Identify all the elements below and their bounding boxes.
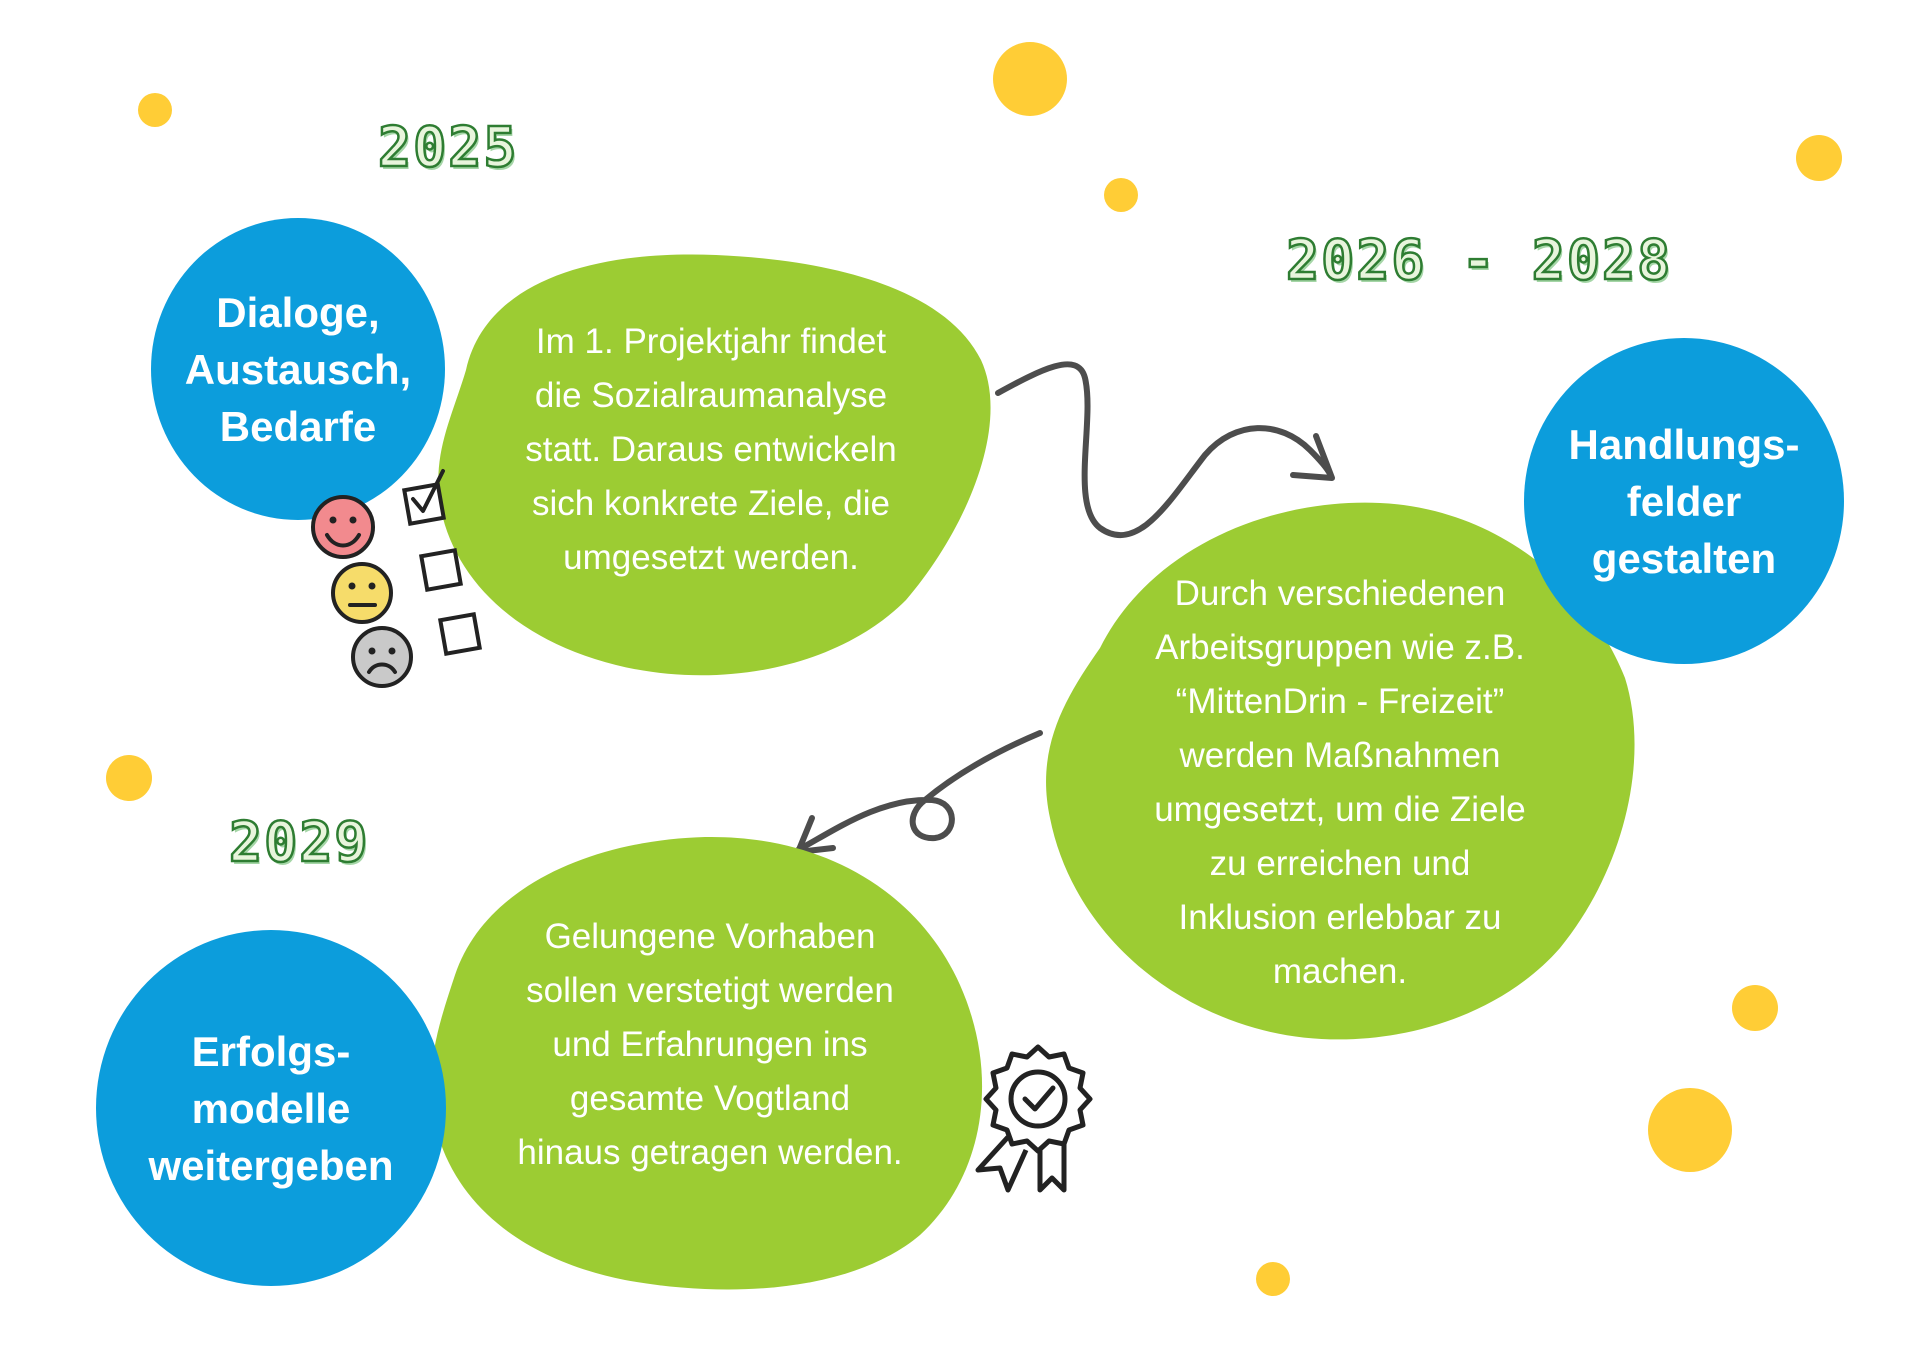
year-label-2029: 2029 <box>228 809 370 876</box>
award-rosette-icon <box>975 1044 1093 1193</box>
step1-title-circle: Dialoge, Austausch, Bedarfe <box>151 218 445 520</box>
step1-description-text: Im 1. Projektjahr findet die Sozialrauma… <box>525 322 897 577</box>
year-label-2026-2028: 2026 - 2028 <box>1285 227 1673 294</box>
green-blob-shape <box>438 254 991 676</box>
step3-title-circle: Erfolgs- modelle weitergeben <box>96 930 446 1286</box>
decor-dot <box>1256 1262 1290 1296</box>
decor-dot <box>106 755 152 801</box>
decor-dot <box>138 93 172 127</box>
step3-description-text: Gelungene Vorhaben sollen verstetigt wer… <box>517 917 903 1172</box>
year-label-2025: 2025 <box>377 114 519 181</box>
decor-dot <box>993 42 1067 116</box>
step2-title-circle: Handlungs- felder gestalten <box>1524 338 1844 664</box>
decor-dot <box>1732 985 1778 1031</box>
smiley-feedback-checklist-icon <box>311 469 483 688</box>
step2-description-blob: Durch verschiedenen Arbeitsgruppen wie z… <box>1040 498 1640 1058</box>
decor-dot <box>1648 1088 1732 1172</box>
step2-description-text: Durch verschiedenen Arbeitsgruppen wie z… <box>1154 574 1526 991</box>
green-blob-shape <box>430 836 983 1290</box>
decor-dot <box>1796 135 1842 181</box>
green-blob-shape <box>1046 502 1635 1040</box>
decor-dot <box>1104 178 1138 212</box>
step3-description-blob: Gelungene Vorhaben sollen verstetigt wer… <box>425 835 995 1295</box>
step1-description-blob: Im 1. Projektjahr findet die Sozialrauma… <box>426 250 996 680</box>
